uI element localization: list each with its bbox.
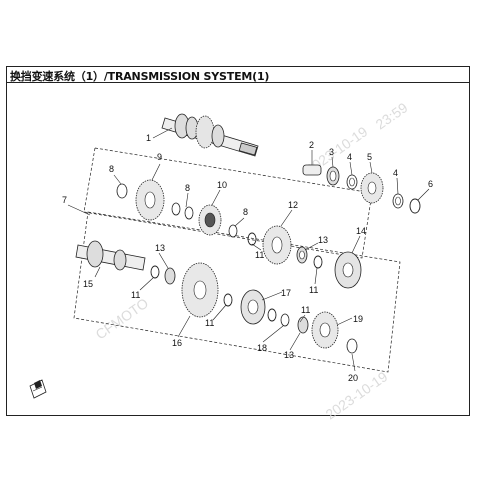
part-12-gear <box>262 225 292 265</box>
part-15-output-shaft <box>75 240 146 271</box>
leader-lines <box>67 127 430 372</box>
callout-13: 13 <box>318 235 328 245</box>
part-11-circlip <box>247 232 257 246</box>
part-3-bearing <box>326 166 340 186</box>
callout-12: 12 <box>288 200 298 210</box>
callout-5: 5 <box>367 152 372 162</box>
diagram-frame <box>6 66 470 416</box>
view-orientation-icon <box>29 379 47 399</box>
part-13-bearing <box>296 246 308 264</box>
group-outline-upper <box>83 147 373 259</box>
part-20-washer <box>346 338 358 354</box>
part-4-washer <box>346 174 358 190</box>
group-outline-lower <box>73 211 401 373</box>
callout-18: 18 <box>257 343 267 353</box>
part-1-input-shaft <box>161 113 259 157</box>
callout-6: 6 <box>428 179 433 189</box>
callout-11: 11 <box>255 250 264 260</box>
part-2-pin <box>302 164 322 176</box>
callout-16: 16 <box>172 338 182 348</box>
callout-9: 9 <box>157 152 162 162</box>
part-17-shift-hub <box>240 289 266 325</box>
watermark-brand: CFMOTO <box>93 295 152 343</box>
callout-3: 3 <box>329 147 334 157</box>
callout-8b: 8 <box>185 183 190 193</box>
callout-11e: 11 <box>301 305 310 315</box>
callout-14: 14 <box>356 226 366 236</box>
part-6-circlip <box>409 198 421 214</box>
callout-8c: 8 <box>243 207 248 217</box>
part-13-bearing-3 <box>297 316 309 334</box>
callout-17: 17 <box>281 288 291 298</box>
part-4-washer-2 <box>392 193 404 209</box>
part-14-shift-hub <box>334 251 362 289</box>
part-10-gear <box>198 204 222 236</box>
part-8-washer-2 <box>171 202 194 220</box>
callout-15: 15 <box>83 279 93 289</box>
callout-7: 7 <box>62 195 67 205</box>
callout-4b: 4 <box>393 168 398 178</box>
callout-20: 20 <box>348 373 358 383</box>
callout-1: 1 <box>146 133 151 143</box>
callout-13b: 13 <box>155 243 165 253</box>
callout-11c: 11 <box>131 290 140 300</box>
callout-4: 4 <box>347 152 352 162</box>
page-title: 换挡变速系统（1）/TRANSMISSION SYSTEM(1) <box>10 70 270 83</box>
callout-11b: 11 <box>309 285 318 295</box>
callout-13c: 13 <box>284 350 294 360</box>
part-8-washer <box>116 183 128 199</box>
part-16-gear <box>181 262 219 318</box>
part-11-circlip-3 <box>150 265 160 279</box>
part-11-circlip-5 <box>267 308 277 322</box>
callout-10: 10 <box>217 180 227 190</box>
part-18-washer <box>280 313 290 327</box>
watermark-time: 23:59 <box>373 99 411 132</box>
part-13-bearing-2 <box>164 267 176 285</box>
part-11-circlip-2 <box>313 255 323 269</box>
part-11-circlip-4 <box>223 293 233 307</box>
part-19-gear <box>311 311 339 349</box>
title-bar: 换挡变速系统（1）/TRANSMISSION SYSTEM(1) <box>6 66 470 83</box>
callout-labels: 1 2 3 4 5 4 6 7 8 9 8 10 8 11 12 13 14 1… <box>62 133 433 383</box>
callout-19: 19 <box>353 314 363 324</box>
callout-8: 8 <box>109 164 114 174</box>
callout-11d: 11 <box>205 318 214 328</box>
callout-2: 2 <box>309 140 314 150</box>
part-5-gear <box>360 172 384 204</box>
part-8-washer-3 <box>228 224 238 238</box>
part-9-gear <box>135 179 165 221</box>
